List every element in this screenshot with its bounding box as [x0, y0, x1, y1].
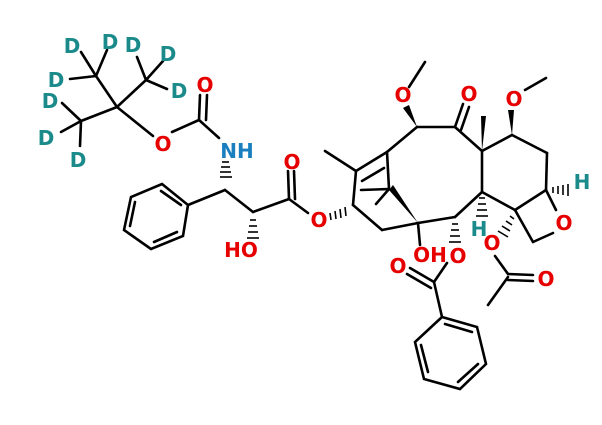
oxygen-label: O	[196, 73, 213, 97]
hydrogen-label: H	[574, 170, 591, 194]
taxane-core	[323, 60, 569, 247]
oxygen-label: O	[555, 211, 572, 235]
nitrogen-label: NH	[220, 139, 253, 163]
deuterium-label: D	[42, 89, 59, 113]
atom-labels: D D D D D D D D D O O NH O O HO O O O H …	[38, 30, 591, 291]
oxygen-label: O	[310, 208, 327, 232]
hydrogen-label: H	[471, 217, 488, 241]
hydroxyl-label: HO	[224, 238, 258, 262]
deuterium-label: D	[48, 68, 65, 92]
hashed-wedge	[220, 161, 232, 178]
benzoate-group	[405, 261, 488, 391]
hashed-wedge	[552, 184, 569, 196]
carbamate-group	[170, 93, 221, 140]
oxygen-label: O	[154, 132, 171, 156]
oxygen-label: O	[505, 87, 522, 111]
hashed-wedge	[329, 206, 347, 221]
hashed-wedge	[476, 197, 488, 217]
tert-butyl-d9-group	[59, 48, 169, 148]
oxygen-label: O	[460, 82, 477, 106]
deuterium-label: D	[171, 79, 188, 103]
oxygen-label: O	[389, 254, 406, 278]
oxygen-label: O	[483, 231, 500, 255]
deuterium-label: D	[102, 30, 119, 54]
deuterium-label: D	[160, 42, 177, 66]
hashed-wedge	[497, 215, 515, 238]
oxygen-label: O	[537, 267, 554, 291]
side-chain	[122, 161, 310, 251]
oxygen-label: O	[394, 83, 411, 107]
deuterium-label: D	[70, 148, 87, 172]
deuterium-label: D	[38, 126, 55, 150]
hydroxyl-label: OH	[413, 243, 447, 267]
deuterium-label: D	[125, 33, 142, 57]
oxygen-label: O	[449, 244, 466, 268]
oxygen-label: O	[283, 150, 300, 174]
deuterium-label: D	[64, 34, 81, 58]
hashed-wedge	[247, 219, 259, 239]
hashed-wedge	[449, 223, 461, 243]
acetate-group	[486, 254, 535, 307]
